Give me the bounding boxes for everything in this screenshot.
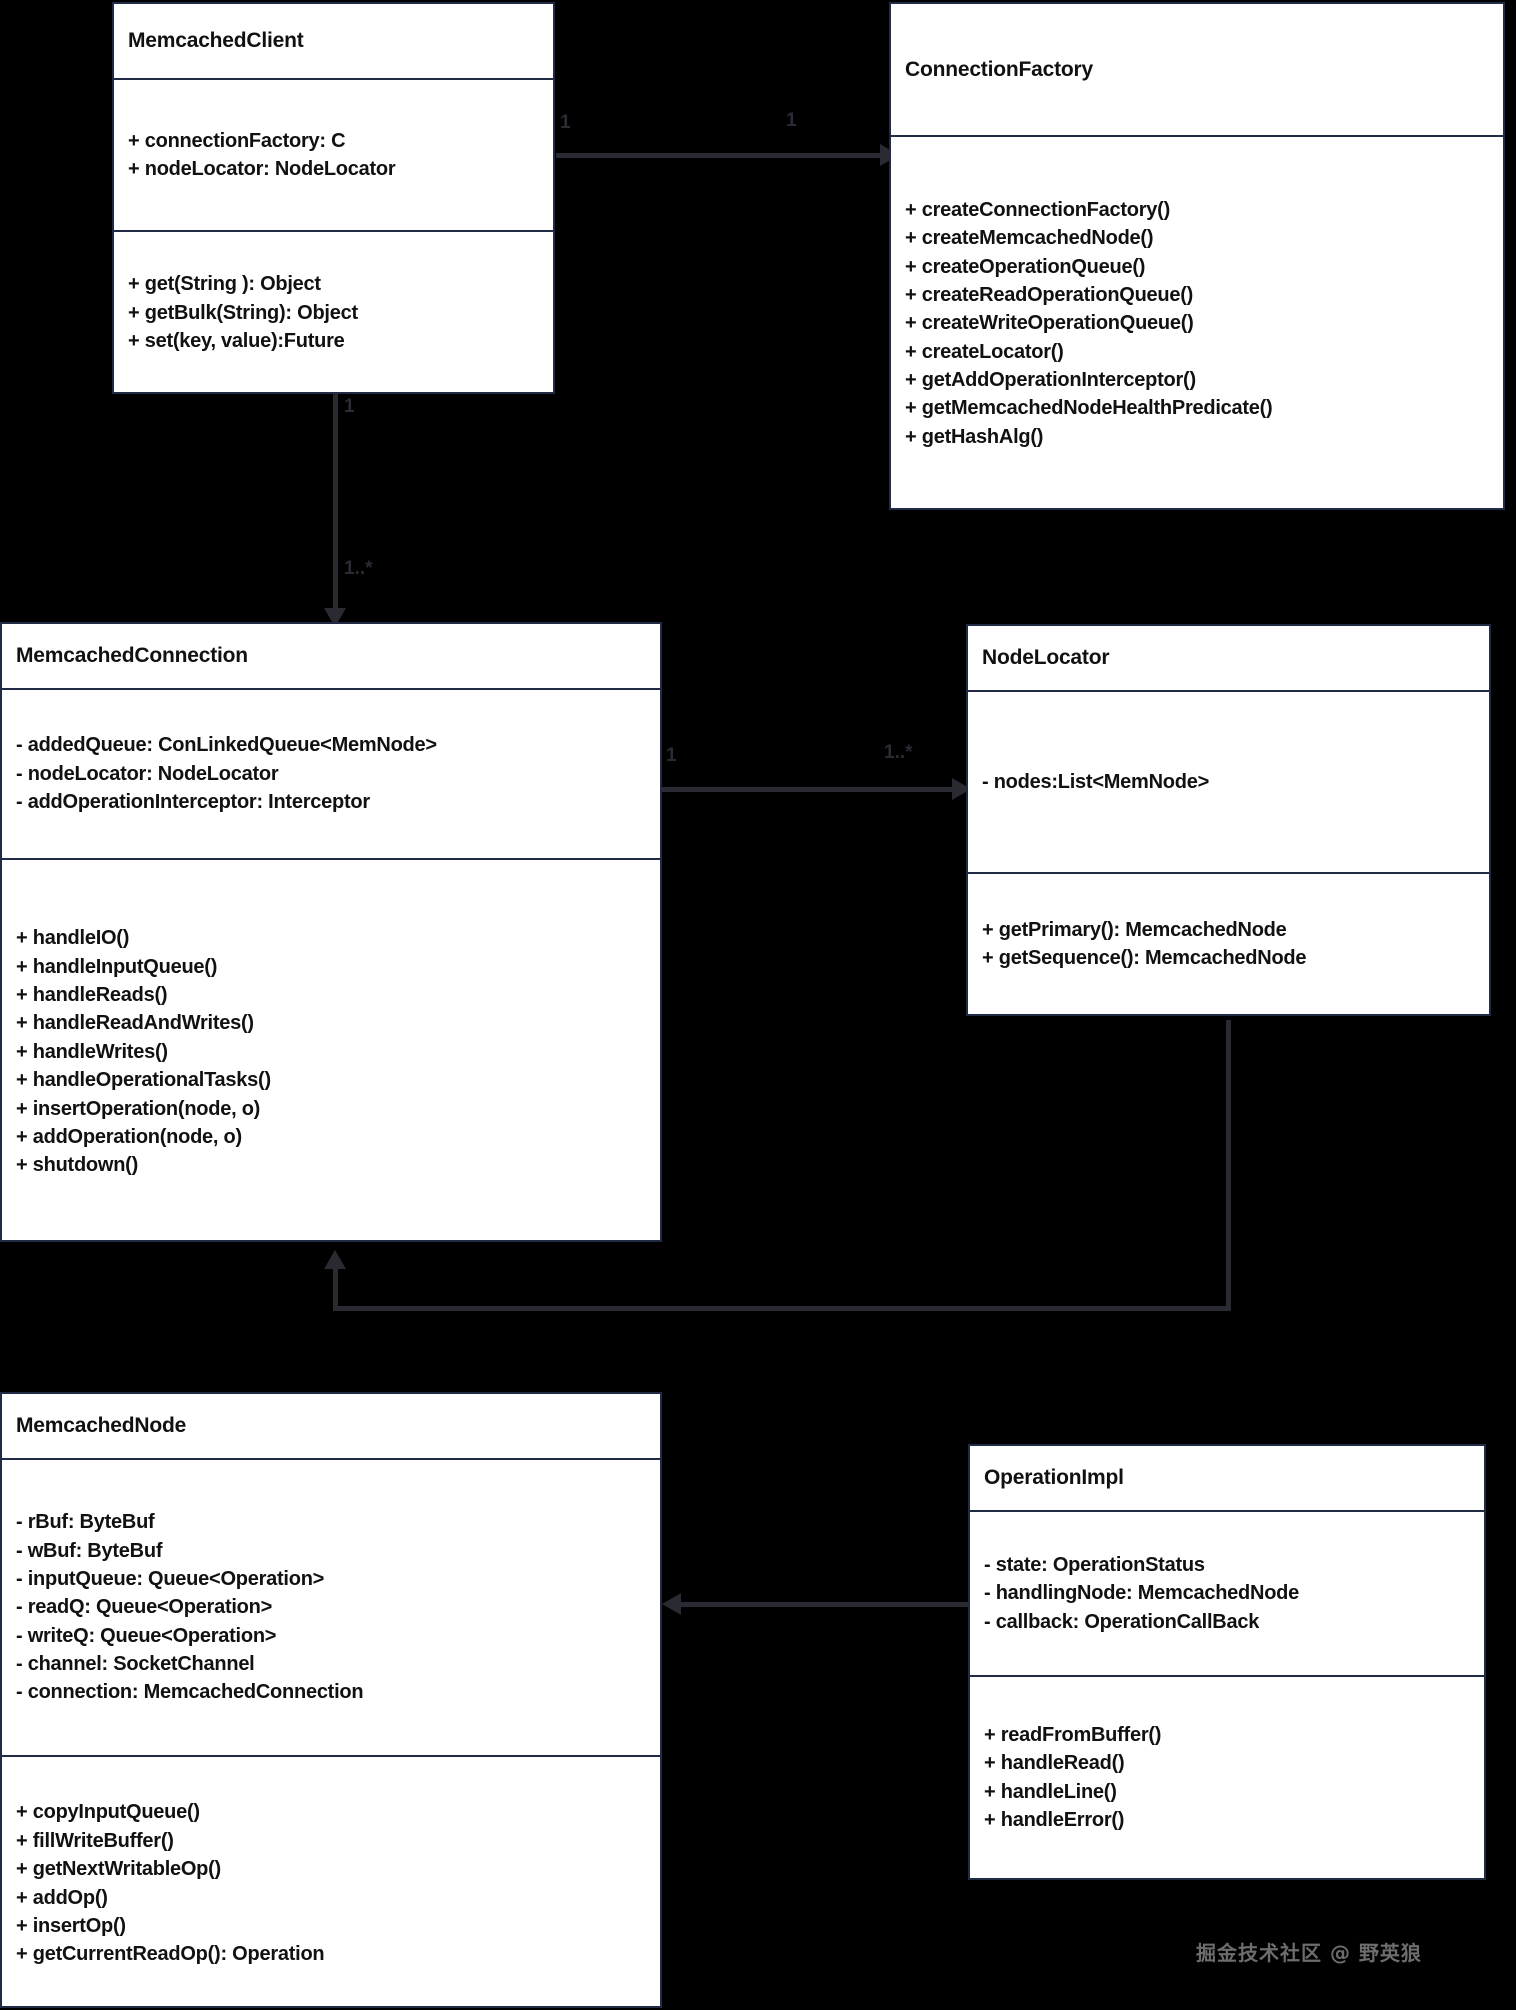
method-line: + handleLine() <box>984 1780 1117 1803</box>
arrowhead-operation-to-node <box>662 1593 681 1615</box>
method-line: + handleReads() <box>16 984 168 1007</box>
class-methods-operation-impl: + readFromBuffer() + handleRead() + hand… <box>970 1675 1484 1878</box>
attribute-line: - readQ: Queue<Operation> <box>16 1596 273 1619</box>
class-attributes-node-locator: - nodes:List<MemNode> <box>968 692 1489 872</box>
class-box-memcached-connection[interactable]: MemcachedConnection - addedQueue: ConLin… <box>0 622 662 1242</box>
attribute-line: - wBuf: ByteBuf <box>16 1539 163 1562</box>
class-title-memcached-client: MemcachedClient <box>114 4 553 80</box>
connector-client-to-factory <box>556 153 888 158</box>
arrowhead-locator-to-node <box>324 1250 346 1269</box>
class-box-connection-factory[interactable]: ConnectionFactory + createConnectionFact… <box>889 2 1505 510</box>
class-box-memcached-node[interactable]: MemcachedNode - rBuf: ByteBuf - wBuf: By… <box>0 1392 662 2008</box>
method-line: + get(String ): Object <box>128 273 321 296</box>
class-attributes-memcached-connection: - addedQueue: ConLinkedQueue<MemNode> - … <box>2 690 660 858</box>
attribute-line: - addOperationInterceptor: Interceptor <box>16 791 370 814</box>
class-box-operation-impl[interactable]: OperationImpl - state: OperationStatus -… <box>968 1444 1486 1880</box>
attribute-line: + nodeLocator: NodeLocator <box>128 158 396 180</box>
method-line: + shutdown() <box>16 1154 138 1177</box>
connector-operation-to-node <box>680 1602 970 1607</box>
multiplicity-client-factory-target: 1 <box>786 110 797 131</box>
multiplicity-client-connection-source: 1 <box>344 396 355 417</box>
method-line: + createConnectionFactory() <box>905 198 1170 221</box>
multiplicity-connection-locator-source: 1 <box>666 745 677 766</box>
method-line: + readFromBuffer() <box>984 1723 1162 1746</box>
method-line: + copyInputQueue() <box>16 1801 200 1824</box>
class-attributes-memcached-node: - rBuf: ByteBuf - wBuf: ByteBuf - inputQ… <box>2 1460 660 1755</box>
attribute-line: - nodeLocator: NodeLocator <box>16 762 279 785</box>
class-methods-memcached-connection: + handleIO() + handleInputQueue() + hand… <box>2 858 660 1244</box>
attribute-line: + connectionFactory: C <box>128 129 346 152</box>
attribute-line: - connection: MemcachedConnection <box>16 1681 364 1704</box>
watermark-text: 掘金技术社区 @ 野英狼 <box>1196 1941 1422 1965</box>
method-line: + fillWriteBuffer() <box>16 1829 174 1852</box>
attribute-line: - writeQ: Queue<Operation> <box>16 1624 277 1647</box>
method-line: + getNextWritableOp() <box>16 1858 221 1881</box>
connector-locator-elbow-vertical <box>1226 1020 1231 1310</box>
method-line: + getAddOperationInterceptor() <box>905 369 1196 392</box>
method-line: + createReadOperationQueue() <box>905 283 1194 306</box>
class-title-memcached-connection: MemcachedConnection <box>2 624 660 690</box>
connector-locator-elbow-up <box>333 1262 338 1310</box>
connector-connection-to-locator <box>662 787 962 792</box>
attribute-line: - callback: OperationCallBack <box>984 1610 1260 1633</box>
attribute-line: - addedQueue: ConLinkedQueue<MemNode> <box>16 734 437 757</box>
method-line: + insertOperation(node, o) <box>16 1097 261 1120</box>
method-line: + addOp() <box>16 1886 108 1909</box>
method-line: + getSequence(): MemcachedNode <box>982 947 1307 969</box>
class-title-operation-impl: OperationImpl <box>970 1446 1484 1512</box>
multiplicity-connection-locator-target: 1..* <box>884 742 913 763</box>
class-methods-connection-factory: + createConnectionFactory() + createMemc… <box>891 137 1503 510</box>
method-line: + handleInputQueue() <box>16 955 218 978</box>
method-line: + handleError() <box>984 1808 1125 1831</box>
method-line: + createLocator() <box>905 340 1064 363</box>
multiplicity-client-connection-target: 1..* <box>344 558 373 579</box>
method-line: + handleIO() <box>16 927 130 950</box>
class-title-memcached-node: MemcachedNode <box>2 1394 660 1460</box>
method-line: + createOperationQueue() <box>905 255 1146 278</box>
class-title-connection-factory: ConnectionFactory <box>891 4 1503 137</box>
multiplicity-client-factory-source: 1 <box>560 112 571 133</box>
attribute-line: - inputQueue: Queue<Operation> <box>16 1567 325 1590</box>
method-line: + insertOp() <box>16 1914 126 1937</box>
attribute-line: - state: OperationStatus <box>984 1553 1205 1576</box>
class-box-memcached-client[interactable]: MemcachedClient + connectionFactory: C +… <box>112 2 555 394</box>
method-line: + getPrimary(): MemcachedNode <box>982 918 1287 941</box>
attribute-line: - handlingNode: MemcachedNode <box>984 1582 1299 1605</box>
class-methods-node-locator: + getPrimary(): MemcachedNode + getSeque… <box>968 872 1489 1014</box>
method-line: + set(key, value):Future <box>128 330 345 353</box>
method-line: + getCurrentReadOp(): Operation <box>16 1943 325 1966</box>
attribute-line: - rBuf: ByteBuf <box>16 1511 155 1534</box>
connector-locator-elbow-horizontal <box>333 1306 1231 1311</box>
class-methods-memcached-node: + copyInputQueue() + fillWriteBuffer() +… <box>2 1755 660 2010</box>
attribute-line: - channel: SocketChannel <box>16 1653 255 1676</box>
method-line: + handleWrites() <box>16 1040 168 1063</box>
class-box-node-locator[interactable]: NodeLocator - nodes:List<MemNode> + getP… <box>966 624 1491 1016</box>
method-line: + handleRead() <box>984 1752 1125 1775</box>
class-attributes-memcached-client: + connectionFactory: C + nodeLocator: No… <box>114 80 553 230</box>
method-line: + handleReadAndWrites() <box>16 1012 254 1035</box>
class-title-node-locator: NodeLocator <box>968 626 1489 692</box>
class-attributes-operation-impl: - state: OperationStatus - handlingNode:… <box>970 1512 1484 1675</box>
method-line: + getBulk(String): Object <box>128 301 358 324</box>
attribute-line: - nodes:List<MemNode> <box>982 770 1210 793</box>
method-line: + getMemcachedNodeHealthPredicate() <box>905 397 1273 420</box>
method-line: + addOperation(node, o) <box>16 1125 242 1148</box>
method-line: + handleOperationalTasks() <box>16 1069 271 1092</box>
connector-client-to-connection <box>333 392 338 620</box>
method-line: + getHashAlg() <box>905 425 1044 448</box>
class-methods-memcached-client: + get(String ): Object + getBulk(String)… <box>114 230 553 394</box>
method-line: + createMemcachedNode() <box>905 227 1154 250</box>
method-line: + createWriteOperationQueue() <box>905 312 1194 335</box>
